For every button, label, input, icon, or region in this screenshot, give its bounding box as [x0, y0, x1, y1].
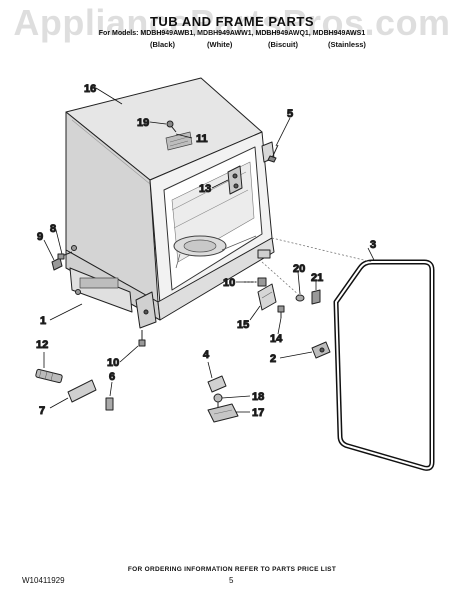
- ordering-note: FOR ORDERING INFORMATION REFER TO PARTS …: [127, 566, 337, 573]
- screw-part-18: [213, 393, 223, 408]
- callout-5: 5: [287, 108, 293, 120]
- color-biscuit-label: (Biscuit): [268, 40, 298, 49]
- clip-part-2: [311, 341, 331, 359]
- nut-part-9: [51, 257, 63, 271]
- callout-15: 15: [237, 319, 249, 331]
- color-white-label: (White): [207, 40, 233, 49]
- tub-assembly: [65, 77, 275, 329]
- callout-10-lower: 10: [107, 357, 119, 369]
- bracket-part-15: [257, 283, 277, 311]
- bracket-part-17: [207, 403, 239, 423]
- pad-part-7: [67, 379, 97, 403]
- models-line: For Models: MDBH949AWB1, MDBH949AWW1, MD…: [98, 30, 366, 37]
- callout-11: 11: [196, 133, 208, 145]
- screw-part-8: [57, 251, 73, 260]
- callout-19: 19: [137, 117, 149, 129]
- callout-1: 1: [40, 315, 46, 327]
- callout-7: 7: [39, 405, 45, 417]
- page-title: TUB AND FRAME PARTS: [149, 14, 315, 29]
- callout-21: 21: [311, 272, 323, 284]
- screw-part-5: [267, 144, 279, 163]
- screw-part-14: [277, 305, 285, 318]
- callout-16: 16: [84, 83, 96, 95]
- color-black-label: (Black): [150, 40, 176, 49]
- callout-13: 13: [199, 183, 211, 195]
- document-number: W10411929: [22, 576, 65, 585]
- color-stainless-label: (Stainless): [328, 40, 366, 49]
- callout-10-upper: 10: [223, 277, 235, 289]
- callout-8: 8: [50, 223, 56, 235]
- callout-labels: 16 19 11 5 13 8 9 3 20 21 10 1 15 14 12 …: [36, 83, 377, 420]
- leveling-leg-part-12: [35, 368, 63, 384]
- plate-part-4: [207, 375, 227, 393]
- leader-lines: [43, 87, 375, 413]
- fastener-part-20: [295, 294, 305, 302]
- callout-14: 14: [270, 333, 283, 345]
- page-number: 5: [229, 576, 234, 585]
- callout-6: 6: [109, 371, 115, 383]
- callout-18: 18: [252, 391, 264, 403]
- screw-part-19: [166, 120, 177, 133]
- color-labels: (Black) (White) (Biscuit) (Stainless): [0, 40, 464, 52]
- callout-9: 9: [37, 231, 43, 243]
- callout-4: 4: [203, 349, 210, 361]
- clip-part-6: [105, 397, 114, 411]
- callout-3: 3: [370, 239, 376, 251]
- callout-2: 2: [270, 353, 276, 365]
- callout-17: 17: [252, 407, 264, 419]
- screw-part-10-lower: [138, 330, 146, 347]
- callout-20: 20: [293, 263, 305, 275]
- door-gasket: [333, 259, 435, 471]
- fastener-part-21: [311, 289, 321, 305]
- callout-12: 12: [36, 339, 48, 351]
